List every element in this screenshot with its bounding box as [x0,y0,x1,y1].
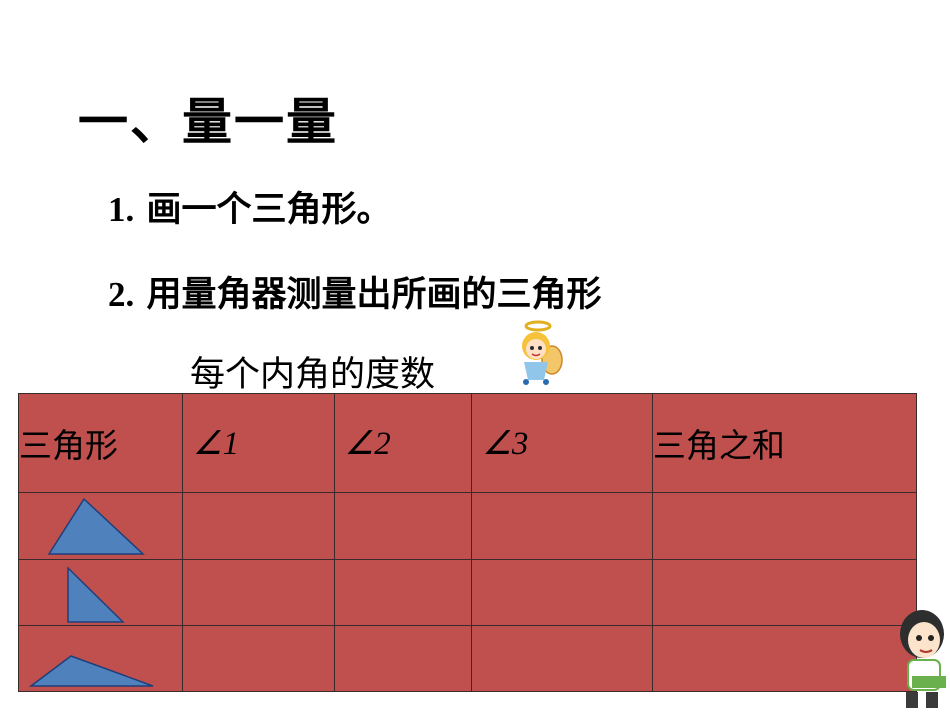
table-row [18,558,918,626]
measurement-table: 三角形 ∠1 ∠2 ∠3 三角之和 [18,392,918,693]
angle-sum-cell[interactable] [651,624,918,693]
header-angle-sum: 三角之和 [651,392,918,494]
flat-triangle-icon [28,655,154,687]
right-triangle-icon [67,565,125,623]
angle-3-cell[interactable] [471,492,653,560]
angle-3-cell[interactable] [471,558,653,626]
header-angle-1: ∠1 [182,392,335,494]
angle-2-cell[interactable] [333,624,473,693]
angle-1-cell[interactable] [182,558,335,626]
table-row [18,624,918,693]
table-header-row: 三角形 ∠1 ∠2 ∠3 三角之和 [18,392,918,494]
section-heading: 一、量一量 [78,93,338,151]
step-1-text: 画一个三角形。 [146,190,392,230]
header-triangle: 三角形 [18,392,183,494]
triangle-cell [18,558,183,626]
step-2-text: 用量角器测量出所画的三角形 [146,275,602,315]
angle-2-cell[interactable] [333,558,473,626]
step-2: 2. 用量角器测量出所画的三角形 [108,266,601,317]
angle-2-cell[interactable] [333,492,473,560]
angle-1-cell[interactable] [182,492,335,560]
table-row [18,492,918,560]
triangle-cell [18,492,183,560]
obtuse-triangle-icon [47,498,145,556]
header-angle-2: ∠2 [333,392,473,494]
angel-icon [522,320,563,385]
step-1: 1. 画一个三角形。 [108,181,391,232]
triangle-cell [18,624,183,693]
step-2-number: 2. [108,275,135,314]
angle-3-cell[interactable] [471,624,653,693]
boy-mascot-icon [900,610,946,708]
angle-sum-cell[interactable] [651,492,918,560]
header-angle-3: ∠3 [471,392,653,494]
angle-1-cell[interactable] [182,624,335,693]
angle-sum-cell[interactable] [651,558,918,626]
step-2-continuation: 每个内角的度数 [190,355,436,395]
step-1-number: 1. [108,190,135,229]
